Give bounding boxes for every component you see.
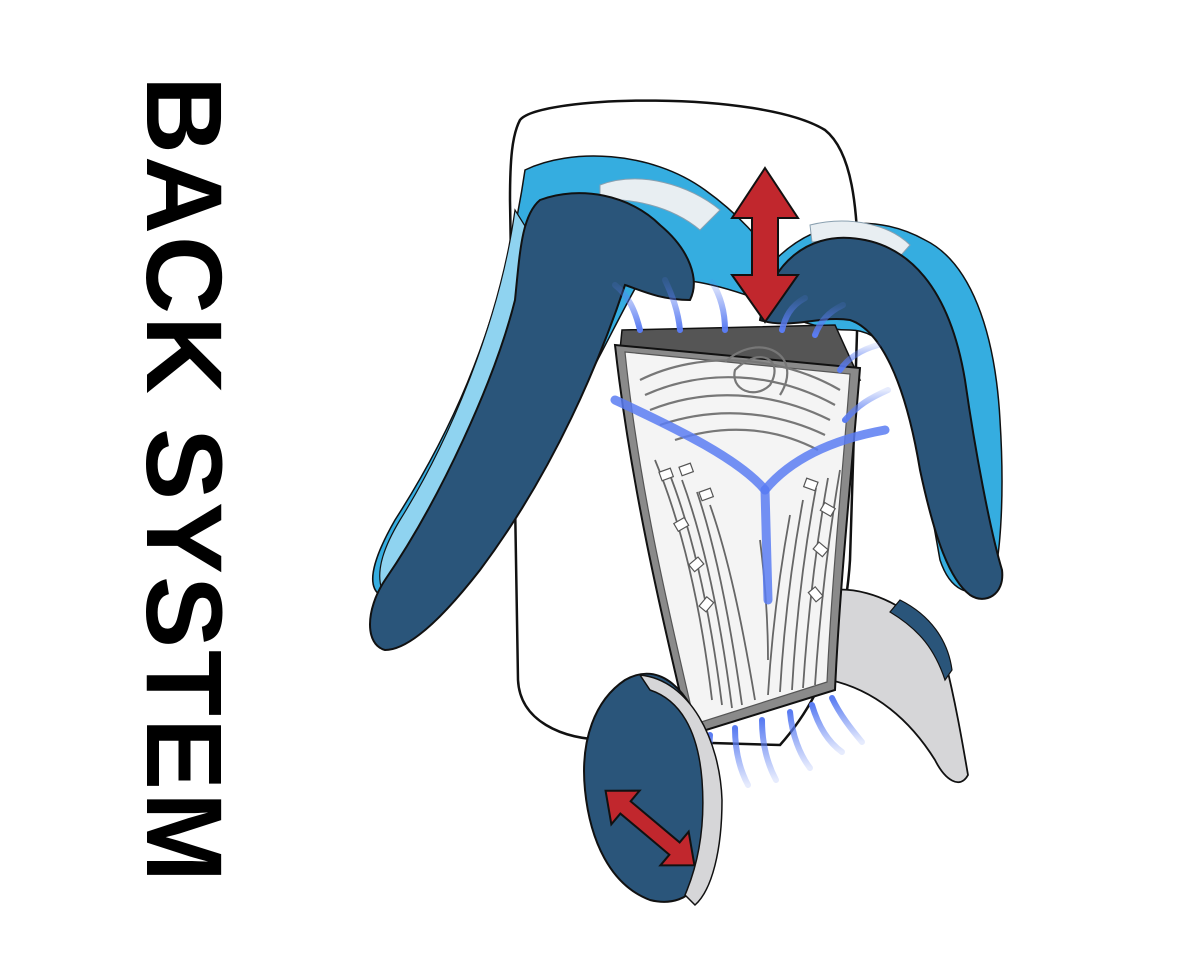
hip-adjust-arrow <box>604 789 696 867</box>
left-hip-belt-edge <box>638 674 723 907</box>
vertical-adjust-arrow <box>730 166 800 324</box>
right-hip-edge <box>889 599 953 682</box>
panel-vents <box>658 462 837 613</box>
right-shoulder-strap <box>758 236 1004 600</box>
airflow-bottom <box>706 695 865 788</box>
airflow-top <box>612 277 891 423</box>
panel-contours <box>639 346 841 451</box>
panel-ribs <box>654 459 841 709</box>
airflow-center <box>610 395 890 605</box>
left-shoulder-strap <box>369 192 695 652</box>
mesh-patch-left <box>599 178 721 231</box>
